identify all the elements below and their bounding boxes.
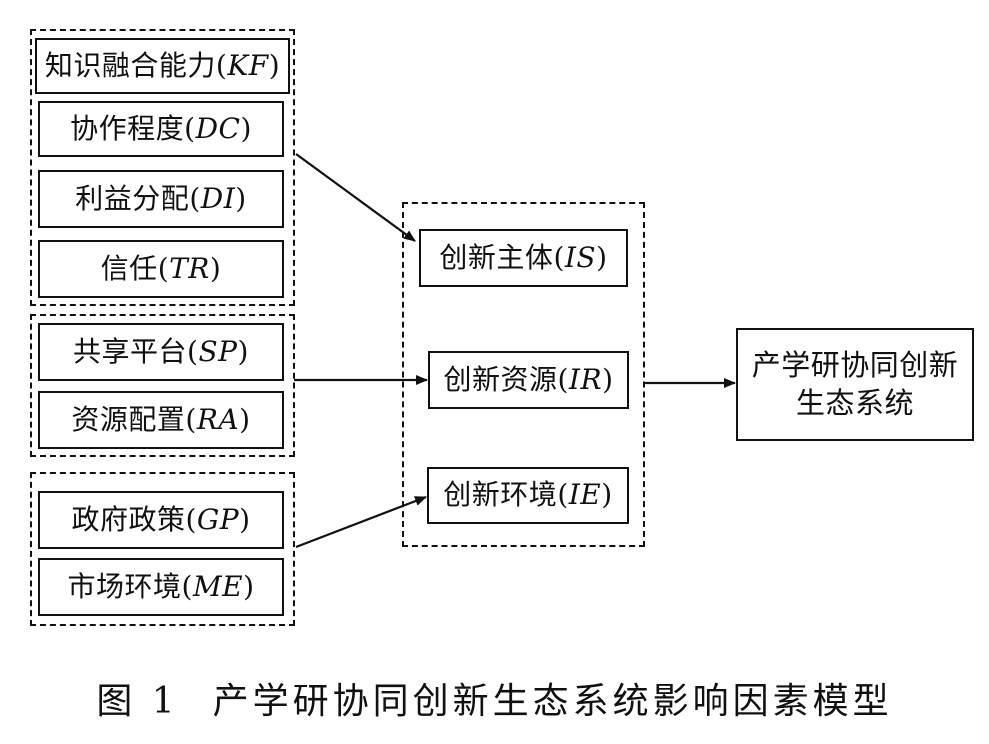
ecosystem-elements-group	[402, 202, 645, 547]
element-label: 创新环境	[443, 478, 558, 512]
factor-label: 市场环境	[67, 569, 182, 603]
arrow-group1-to-middle	[295, 153, 416, 242]
factor-label: 利益分配	[75, 181, 190, 215]
factor-box-di: 利益分配(DI)	[38, 170, 284, 228]
factor-code: GP	[196, 502, 240, 536]
element-code: IE	[568, 478, 602, 512]
factor-box-me: 市场环境(ME)	[38, 558, 284, 616]
element-code: IR	[568, 362, 603, 396]
factor-code: DC	[195, 111, 241, 145]
element-label: 创新主体	[439, 240, 554, 274]
element-code: IS	[564, 240, 597, 274]
factor-code: DI	[200, 181, 236, 215]
factor-box-tr: 信任(TR)	[38, 240, 284, 298]
factor-code: ME	[192, 569, 244, 603]
figure-title: 产学研协同创新生态系统影响因素模型	[212, 681, 893, 722]
figure-number: 图 1	[96, 681, 179, 722]
factor-label: 知识融合能力	[44, 48, 216, 82]
factor-code: TR	[169, 251, 210, 285]
outcome-line-2: 生态系统	[795, 385, 914, 420]
factor-label: 协作程度	[70, 111, 185, 145]
factor-code: KF	[227, 48, 269, 82]
element-box-is: 创新主体(IS)	[419, 229, 628, 287]
element-label: 创新资源	[443, 362, 558, 396]
factor-box-ra: 资源配置(RA)	[38, 391, 284, 449]
element-box-ie: 创新环境(IE)	[427, 467, 629, 524]
factor-label: 共享平台	[73, 334, 188, 368]
outcome-line-1: 产学研协同创新	[751, 347, 959, 382]
factor-group-2	[30, 314, 295, 457]
factor-group-1	[30, 29, 295, 306]
factor-box-gp: 政府政策(GP)	[38, 491, 284, 549]
figure-caption: 图 1 产学研协同创新生态系统影响因素模型	[0, 672, 989, 724]
factor-box-sp: 共享平台(SP)	[38, 323, 284, 381]
factor-code: SP	[198, 334, 238, 368]
factor-label: 政府政策	[71, 502, 186, 536]
element-box-ir: 创新资源(IR)	[428, 351, 629, 409]
outcome-box: 产学研协同创新 生态系统	[736, 328, 974, 441]
factor-box-dc: 协作程度(DC)	[38, 101, 284, 157]
factor-group-3	[30, 472, 295, 626]
factor-code: RA	[196, 402, 240, 436]
factor-label: 信任	[100, 251, 158, 285]
factor-label: 资源配置	[71, 402, 186, 436]
factor-box-kf: 知识融合能力(KF)	[35, 38, 290, 94]
